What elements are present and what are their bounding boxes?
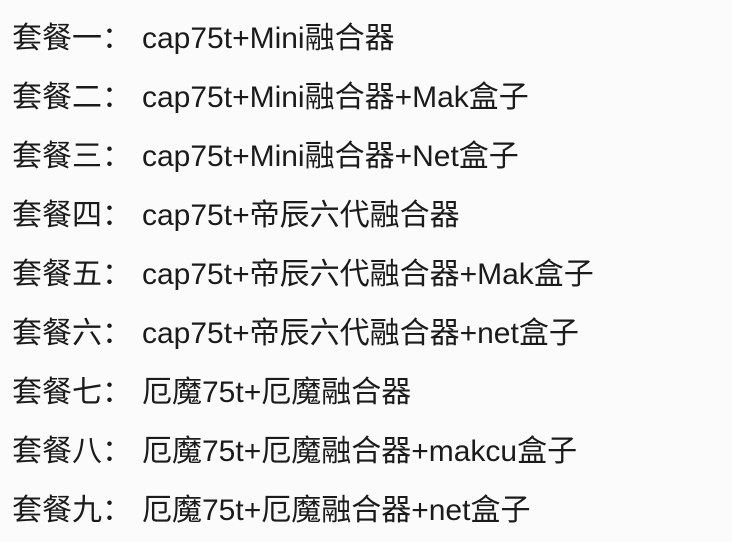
package-row: 套餐四： cap75t+帝辰六代融合器 bbox=[12, 182, 732, 241]
package-row: 套餐三： cap75t+Mini融合器+Net盒子 bbox=[12, 123, 732, 182]
package-value: cap75t+帝辰六代融合器+Mak盒子 bbox=[142, 257, 594, 291]
package-row: 套餐八： 厄魔75t+厄魔融合器+makcu盒子 bbox=[12, 418, 732, 477]
package-label: 套餐二： bbox=[12, 80, 132, 114]
package-row: 套餐七： 厄魔75t+厄魔融合器 bbox=[12, 359, 732, 418]
package-label: 套餐八： bbox=[12, 434, 132, 468]
package-label: 套餐五： bbox=[12, 257, 132, 291]
package-row: 套餐六： cap75t+帝辰六代融合器+net盒子 bbox=[12, 300, 732, 359]
package-row: 套餐五： cap75t+帝辰六代融合器+Mak盒子 bbox=[12, 241, 732, 300]
package-label: 套餐四： bbox=[12, 198, 132, 232]
package-row: 套餐一： cap75t+Mini融合器 bbox=[12, 5, 732, 64]
package-value: cap75t+Mini融合器+Mak盒子 bbox=[142, 80, 529, 114]
package-row: 套餐九： 厄魔75t+厄魔融合器+net盒子 bbox=[12, 477, 732, 536]
package-value: cap75t+Mini融合器 bbox=[142, 21, 395, 55]
package-label: 套餐六： bbox=[12, 316, 132, 350]
package-row: 套餐二： cap75t+Mini融合器+Mak盒子 bbox=[12, 64, 732, 123]
package-value: 厄魔75t+厄魔融合器+net盒子 bbox=[142, 493, 531, 527]
package-label: 套餐三： bbox=[12, 139, 132, 173]
package-value: cap75t+帝辰六代融合器+net盒子 bbox=[142, 316, 579, 350]
package-value: 厄魔75t+厄魔融合器+makcu盒子 bbox=[142, 434, 578, 468]
package-value: 厄魔75t+厄魔融合器 bbox=[142, 375, 412, 409]
package-value: cap75t+Mini融合器+Net盒子 bbox=[142, 139, 519, 173]
package-value: cap75t+帝辰六代融合器 bbox=[142, 198, 460, 232]
package-label: 套餐一： bbox=[12, 21, 132, 55]
package-label: 套餐九： bbox=[12, 493, 132, 527]
package-label: 套餐七： bbox=[12, 375, 132, 409]
